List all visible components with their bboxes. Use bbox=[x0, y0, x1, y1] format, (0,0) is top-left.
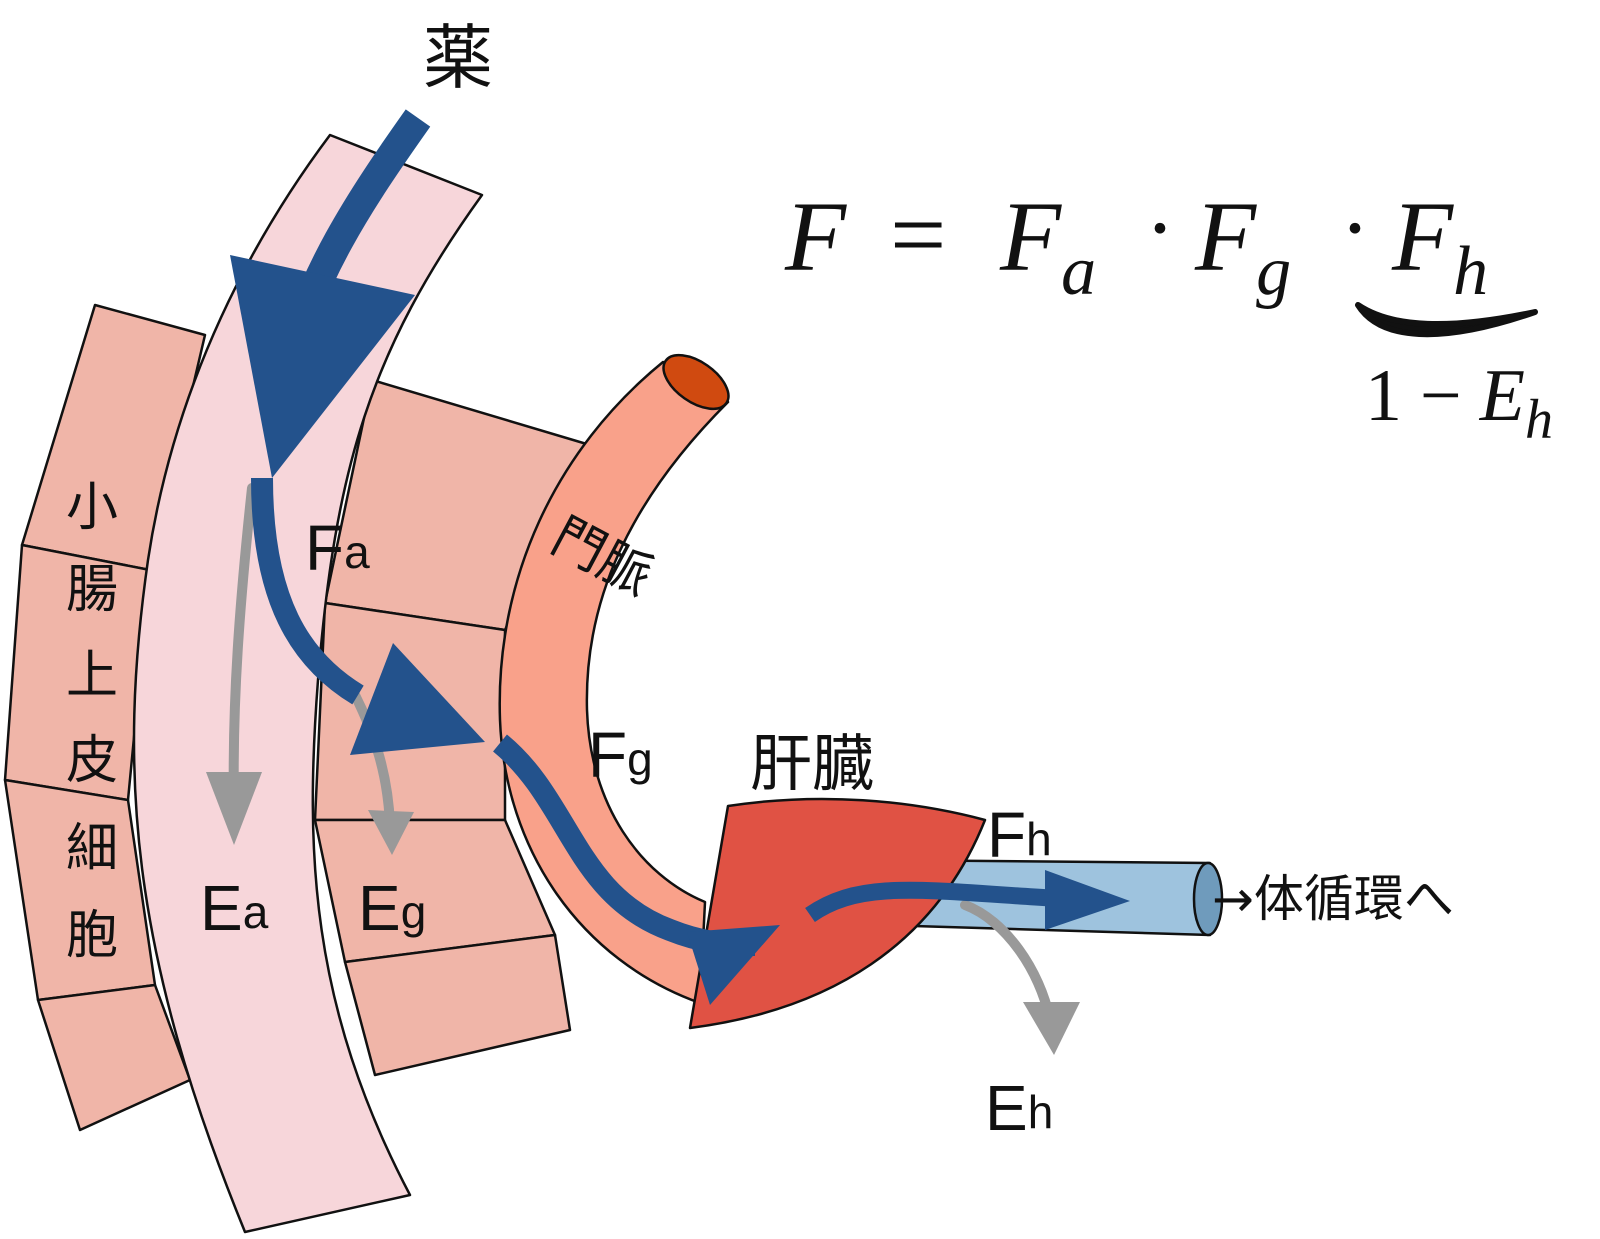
label-ea: Ea bbox=[200, 872, 269, 944]
drug-arrowhead-2 bbox=[350, 643, 485, 755]
to-circulation-label: →体循環へ bbox=[1212, 870, 1454, 928]
systemic-vessel-opening bbox=[1192, 861, 1224, 937]
brace-note: 1−Eh bbox=[1365, 355, 1553, 451]
epithelium-char: 細 bbox=[66, 819, 118, 879]
loss-arrowhead-h bbox=[1023, 1002, 1080, 1055]
label-eh: Eh bbox=[985, 1072, 1053, 1144]
portal-vein-opening bbox=[662, 353, 730, 411]
liver bbox=[688, 797, 987, 1030]
cell-left-4 bbox=[36, 983, 192, 1132]
drug-arrowhead-3 bbox=[687, 925, 780, 1005]
loss-arrowhead-g bbox=[368, 810, 414, 855]
formula-term-fh: Fh bbox=[1391, 181, 1488, 310]
epithelium-char: 皮 bbox=[66, 731, 118, 791]
loss-arrow-a bbox=[228, 483, 257, 810]
loss-arrowhead-a bbox=[206, 772, 262, 845]
drug-arrowhead-4 bbox=[1045, 870, 1130, 930]
liver-label: 肝臓 bbox=[750, 727, 874, 800]
label-fh: Fh bbox=[987, 799, 1052, 871]
formula-term-fa: Fa bbox=[999, 181, 1096, 310]
formula: F = Fa · Fg · Fh 1−Eh bbox=[784, 179, 1553, 451]
formula-lhs: F bbox=[784, 181, 847, 292]
epithelium-char: 腸 bbox=[66, 560, 118, 620]
label-eg: Eg bbox=[358, 872, 426, 944]
intestinal-lumen bbox=[132, 133, 484, 1234]
epithelium-char: 胞 bbox=[66, 906, 118, 966]
epithelium-char: 上 bbox=[66, 646, 118, 706]
cell-left-3 bbox=[3, 778, 157, 1002]
cell-right-4 bbox=[343, 933, 572, 1077]
portal-vein bbox=[498, 360, 730, 1005]
label-fa: Fa bbox=[305, 512, 370, 584]
drug-label: 薬 bbox=[423, 17, 493, 99]
underbrace-stroke bbox=[1355, 302, 1538, 338]
formula-term-fg: Fg bbox=[1194, 181, 1291, 310]
epithelium-char: 小 bbox=[66, 478, 118, 538]
formula-dot: · bbox=[1145, 179, 1175, 278]
formula-equals: = bbox=[890, 179, 946, 290]
loss-arrow-g bbox=[350, 690, 395, 830]
epithelium-label: 小 腸 上 皮 細 胞 bbox=[66, 478, 118, 966]
formula-dot: · bbox=[1340, 179, 1370, 278]
label-fg: Fg bbox=[588, 719, 653, 791]
drug-arrowhead-1 bbox=[230, 255, 415, 478]
